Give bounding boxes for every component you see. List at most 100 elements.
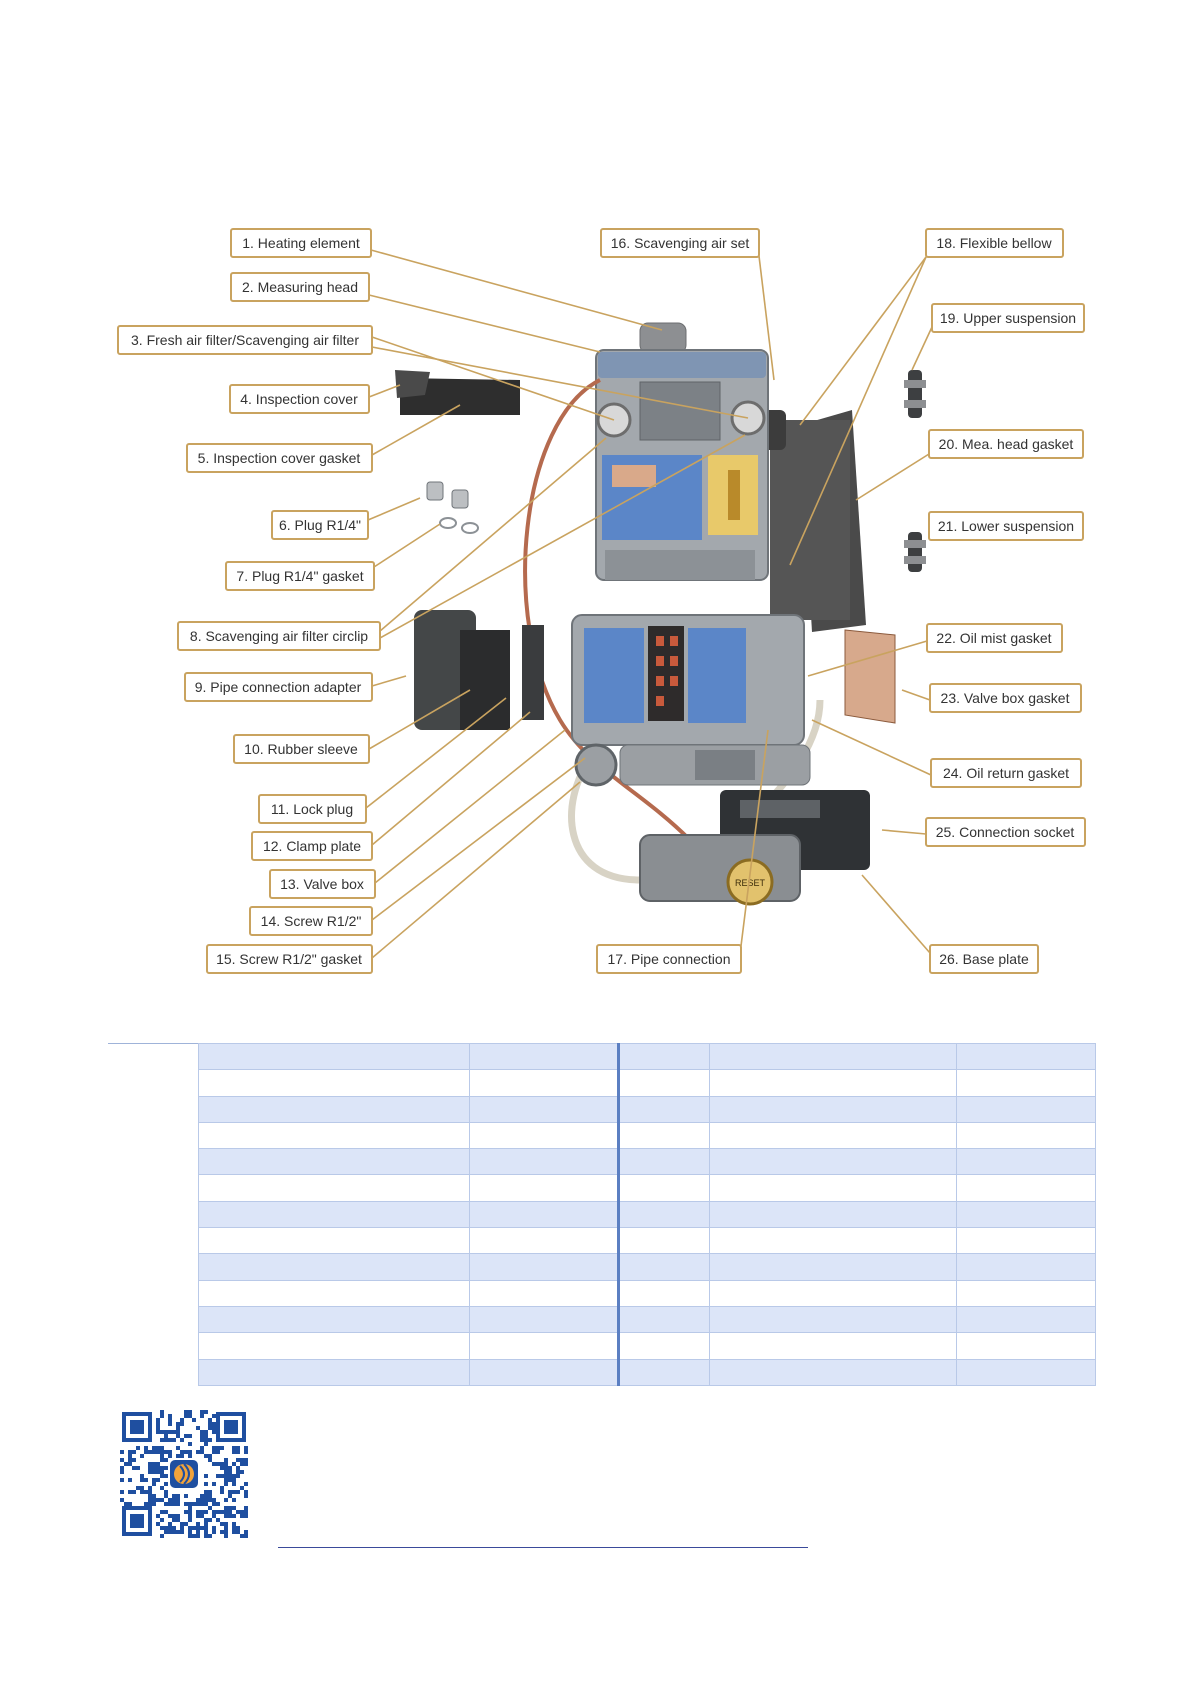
- qr-module: [188, 1510, 192, 1514]
- qr-module: [148, 1462, 152, 1466]
- svg-text:16. Scavenging air set: 16. Scavenging air set: [611, 235, 750, 251]
- qr-module: [224, 1458, 228, 1462]
- qr-module: [156, 1430, 160, 1434]
- qr-module: [172, 1518, 176, 1522]
- qr-module: [168, 1430, 172, 1434]
- qr-module: [224, 1466, 228, 1470]
- qr-module: [120, 1458, 124, 1462]
- qr-module: [120, 1490, 124, 1494]
- qr-module: [232, 1482, 236, 1486]
- qr-module: [188, 1518, 192, 1522]
- table-cell: [709, 1332, 957, 1360]
- qr-module: [224, 1534, 228, 1538]
- table-cell: [956, 1227, 1096, 1255]
- qr-module: [204, 1430, 208, 1434]
- qr-module: [236, 1526, 240, 1530]
- qr-module: [168, 1418, 172, 1422]
- table-cell: [709, 1358, 957, 1386]
- table-row: [198, 1095, 1096, 1123]
- qr-module: [160, 1474, 164, 1478]
- table-cell: [618, 1253, 710, 1281]
- label-measuring-head: 2. Measuring head: [230, 272, 370, 302]
- qr-module: [156, 1514, 160, 1518]
- qr-module: [244, 1490, 248, 1494]
- qr-module: [212, 1446, 216, 1450]
- qr-module: [196, 1498, 200, 1502]
- qr-module: [212, 1530, 216, 1534]
- measuring-head-top: [598, 352, 766, 378]
- qr-module: [128, 1450, 132, 1454]
- qr-module: [224, 1522, 228, 1526]
- table-cell: [618, 1358, 710, 1386]
- qr-module: [196, 1530, 200, 1534]
- heating-element-shape: [639, 322, 687, 354]
- table-cell: [198, 1121, 470, 1150]
- qr-module: [168, 1502, 172, 1506]
- qr-module: [236, 1450, 240, 1454]
- table-cell: [956, 1332, 1096, 1360]
- table-cell: [469, 1200, 620, 1229]
- label-pipe-connection-adapter: 9. Pipe connection adapter: [184, 672, 373, 702]
- qr-module: [212, 1430, 216, 1434]
- table-cell: [198, 1148, 470, 1176]
- svg-text:26. Base plate: 26. Base plate: [939, 951, 1029, 967]
- table-cell: [956, 1095, 1096, 1123]
- qr-module: [168, 1530, 172, 1534]
- qr-module: [164, 1526, 168, 1530]
- table-row: [198, 1174, 1096, 1202]
- qr-module: [152, 1446, 156, 1450]
- qr-module: [168, 1422, 172, 1426]
- qr-module: [192, 1502, 196, 1506]
- qr-module: [188, 1502, 192, 1506]
- qr-module: [196, 1450, 200, 1454]
- qr-module: [220, 1466, 224, 1470]
- qr-module: [180, 1450, 184, 1454]
- label-valve-box: 13. Valve box: [269, 869, 376, 899]
- qr-module: [212, 1498, 216, 1502]
- qr-module: [160, 1430, 164, 1434]
- qr-module: [164, 1530, 168, 1534]
- qr-module: [168, 1498, 172, 1502]
- qr-module: [196, 1510, 200, 1514]
- callout-labels: 1. Heating element 2. Measuring head 3. …: [117, 228, 1086, 974]
- qr-module: [236, 1446, 240, 1450]
- table-cell: [198, 1174, 470, 1202]
- qr-code-modules: [120, 1410, 248, 1538]
- qr-module: [152, 1494, 156, 1498]
- qr-module: [156, 1478, 160, 1482]
- qr-module: [156, 1498, 160, 1502]
- table-cell: [469, 1042, 620, 1071]
- qr-module: [160, 1466, 164, 1470]
- qr-module: [220, 1522, 224, 1526]
- qr-module: [244, 1534, 248, 1538]
- qr-module: [176, 1514, 180, 1518]
- label-scavenging-air-set: 16. Scavenging air set: [600, 228, 760, 258]
- qr-module: [244, 1450, 248, 1454]
- qr-module: [132, 1450, 136, 1454]
- qr-module: [124, 1462, 128, 1466]
- svg-text:23. Valve box gasket: 23. Valve box gasket: [941, 690, 1070, 706]
- label-lower-suspension: 21. Lower suspension: [928, 511, 1084, 541]
- label-inspection-cover-gasket: 5. Inspection cover gasket: [186, 443, 373, 473]
- qr-module: [240, 1486, 244, 1490]
- qr-module: [224, 1498, 228, 1502]
- qr-module: [168, 1522, 172, 1526]
- table-cell: [198, 1305, 470, 1334]
- qr-module: [164, 1430, 168, 1434]
- qr-module: [120, 1450, 124, 1454]
- label-screw-r12: 14. Screw R1/2": [249, 906, 373, 936]
- qr-module: [120, 1466, 124, 1470]
- qr-module: [144, 1502, 148, 1506]
- upper-suspension-shape: [904, 370, 926, 418]
- qr-module: [160, 1486, 164, 1490]
- qr-module: [212, 1450, 216, 1454]
- qr-module: [172, 1530, 176, 1534]
- svg-text:17. Pipe connection: 17. Pipe connection: [608, 951, 731, 967]
- qr-module: [180, 1526, 184, 1530]
- qr-module: [212, 1422, 216, 1426]
- qr-module: [200, 1494, 204, 1498]
- oil-mist-gasket-shape: [844, 629, 896, 724]
- qr-module: [212, 1526, 216, 1530]
- qr-module: [212, 1414, 216, 1418]
- table-cell: [956, 1148, 1096, 1176]
